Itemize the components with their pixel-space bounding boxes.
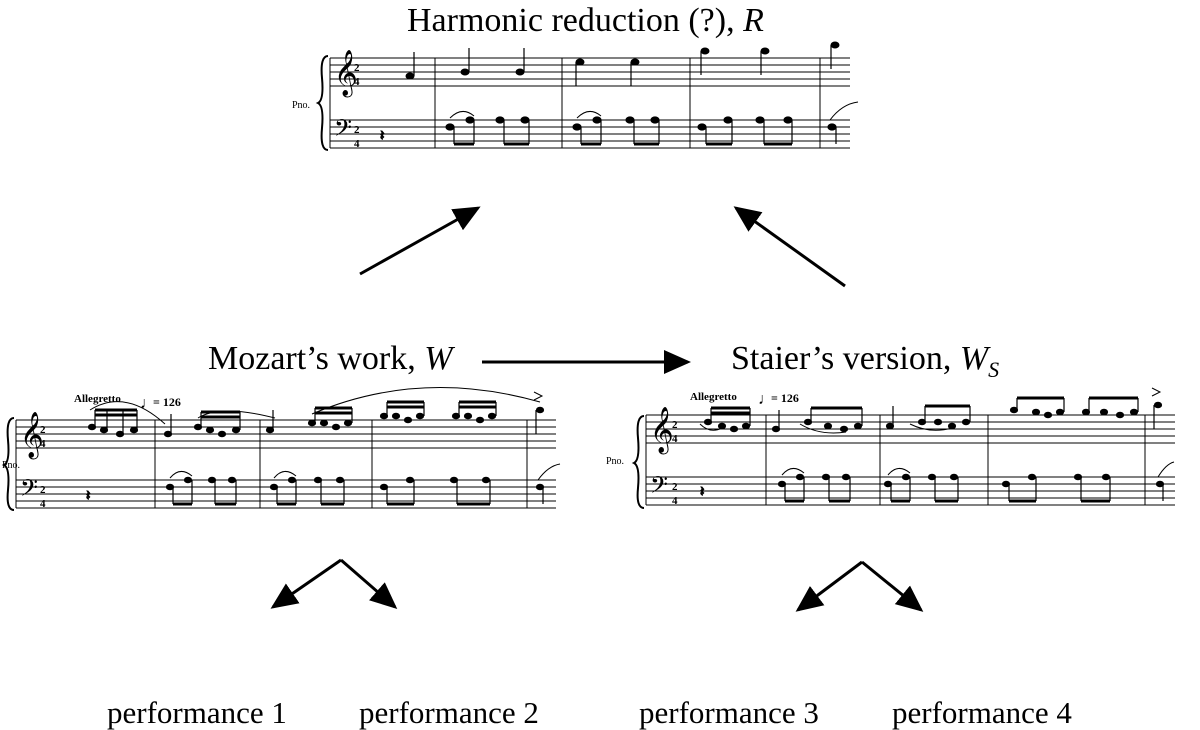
time-sig-top-bass-staier: 2 [672, 481, 678, 493]
mozart-label: Mozart’s work, W [208, 342, 453, 376]
instrument-label-mozart: Pno. [2, 460, 20, 471]
score-reduction-svg: Pno. 𝄞 𝄢 2 4 2 4 𝄽 [292, 41, 859, 151]
arrow-mozart-to-reduction [359, 206, 481, 276]
treble-clef-icon: 𝄞 [334, 50, 358, 98]
staier-subscript: S [988, 356, 1000, 382]
quarter-note-icon: ♩ [140, 395, 156, 412]
arrow-to-performance-3 [795, 560, 863, 612]
treble-clef-icon-staier: 𝄞 [650, 407, 674, 455]
time-sig-bottom-bass-staier: 4 [672, 495, 678, 507]
arrow-staier-to-reduction [733, 206, 846, 288]
svg-text:𝄽: 𝄽 [86, 489, 90, 504]
score-mozart-svg: Allegretto ♩ = 126 Pno. 𝄞 𝄢 2 4 2 4 [1, 387, 561, 511]
staier-label-text: Staier’s version, [731, 340, 960, 377]
time-sig-bottom-bass-mozart: 4 [40, 498, 46, 510]
tempo-bpm-staier: = 126 [771, 391, 799, 405]
time-sig-top-mozart: 2 [40, 424, 46, 436]
time-sig-bottom-mozart: 4 [40, 438, 46, 450]
staier-label: Staier’s version, WS [731, 342, 999, 383]
arrow-to-performance-4 [861, 560, 924, 612]
svg-text:𝄽: 𝄽 [380, 129, 384, 144]
instrument-label: Pno. [292, 100, 310, 111]
performance-2: performance 2 [359, 695, 539, 730]
arrow-to-performance-1 [270, 558, 342, 609]
performance-4: performance 4 [892, 695, 1072, 730]
tempo-marking: Allegretto [74, 393, 121, 405]
treble-clef-icon-mozart: 𝄞 [20, 412, 44, 460]
time-sig-top-bass-mozart: 2 [40, 484, 46, 496]
tempo-marking-staier: Allegretto [690, 391, 737, 403]
mozart-symbol: W [424, 340, 453, 377]
quarter-note-icon-staier: ♩ [758, 391, 774, 408]
tempo-bpm: = 126 [153, 395, 181, 409]
instrument-label-staier: Pno. [606, 456, 624, 467]
time-sig-top: 2 [354, 62, 360, 74]
reduction-title: Harmonic reduction (?), R [407, 4, 764, 38]
arrow-to-performance-2 [340, 558, 398, 609]
reduction-symbol: R [743, 2, 764, 39]
bass-clef-icon: 𝄢 [334, 114, 352, 147]
time-sig-bottom: 4 [354, 76, 360, 88]
score-staier: Allegretto ♩ = 126 Pno. 𝄞 𝄢 2 4 2 4 [600, 387, 1180, 513]
mozart-label-text: Mozart’s work, [208, 340, 425, 377]
time-sig-bottom-bass: 4 [354, 138, 360, 150]
staier-symbol: W [959, 340, 989, 377]
score-mozart: Allegretto ♩ = 126 Pno. 𝄞 𝄢 2 4 2 4 [0, 387, 561, 513]
svg-text:𝄽: 𝄽 [700, 485, 704, 500]
time-sig-top-bass: 2 [354, 124, 360, 136]
bass-clef-icon-mozart: 𝄢 [20, 474, 38, 507]
reduction-title-text: Harmonic reduction (?), [407, 2, 744, 39]
time-sig-top-staier: 2 [672, 419, 678, 431]
score-reduction: Pno. 𝄞 𝄢 2 4 2 4 𝄽 [290, 41, 870, 158]
performance-1: performance 1 [107, 695, 287, 730]
bass-clef-icon-staier: 𝄢 [650, 471, 668, 504]
time-sig-bottom-staier: 4 [672, 433, 678, 445]
score-staier-svg: Allegretto ♩ = 126 Pno. 𝄞 𝄢 2 4 2 4 [606, 387, 1175, 509]
performance-3: performance 3 [639, 695, 819, 730]
